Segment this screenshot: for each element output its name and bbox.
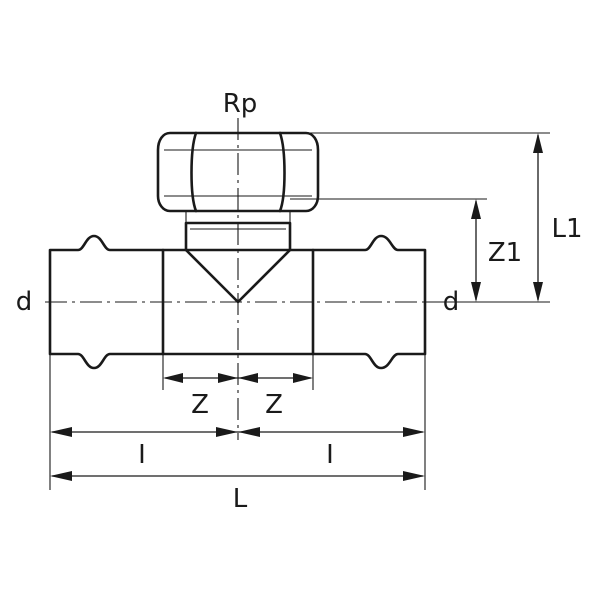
- label-l1: L1: [551, 214, 582, 244]
- label-diameter-left: d: [16, 287, 33, 317]
- center-lines: [45, 118, 435, 440]
- label-i-right: I: [326, 440, 334, 470]
- label-thread-rp: Rp: [223, 89, 258, 119]
- label-diameter-right: d: [443, 287, 460, 317]
- dimension-lines: [50, 133, 543, 481]
- label-z-left: Z: [191, 390, 209, 420]
- label-z1: Z1: [488, 238, 522, 268]
- label-i-left: I: [138, 440, 146, 470]
- label-z-right: Z: [265, 390, 283, 420]
- label-overall-length: L: [233, 484, 248, 514]
- extension-lines: [49, 132, 550, 490]
